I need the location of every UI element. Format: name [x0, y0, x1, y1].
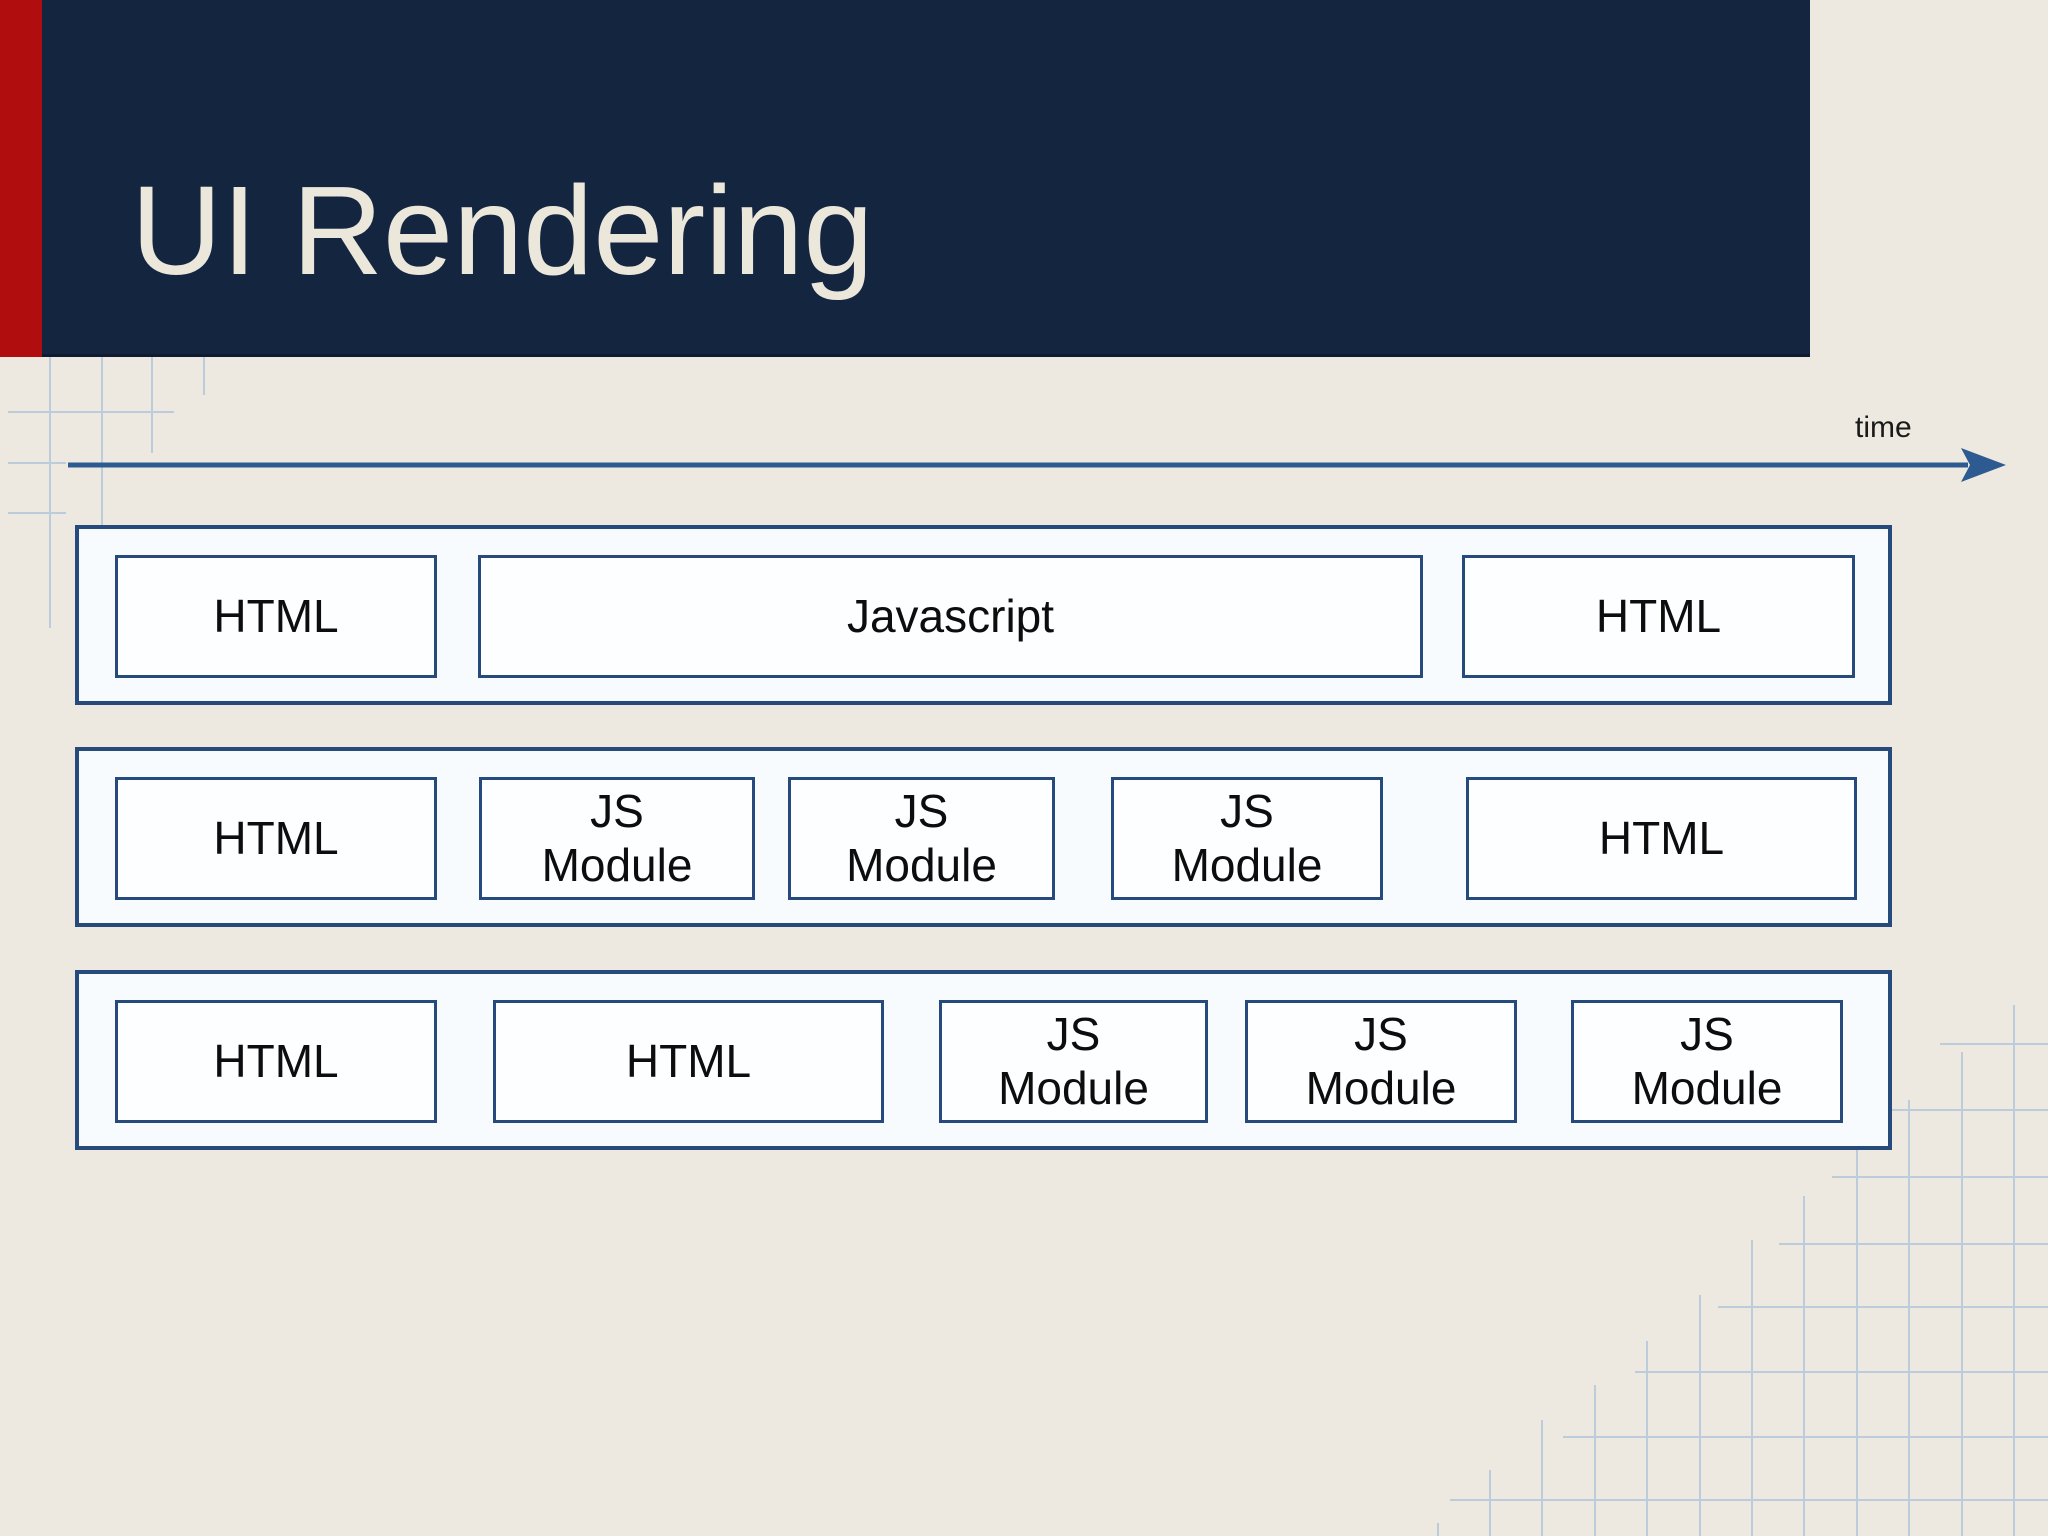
row1-box-html-1: HTML — [115, 555, 437, 678]
timeline-row-modular: HTML JS Module JS Module JS Module HTML — [75, 747, 1892, 927]
slide-title: UI Rendering — [131, 160, 874, 301]
row2-box-js-module-2: JS Module — [788, 777, 1055, 900]
title-band: UI Rendering — [42, 0, 1810, 357]
timeline-row-monolithic: HTML Javascript HTML — [75, 525, 1892, 705]
time-axis-label: time — [1855, 411, 1912, 444]
row3-box-html-1: HTML — [115, 1000, 437, 1123]
row3-box-js-module-3: JS Module — [1571, 1000, 1843, 1123]
row1-box-html-2: HTML — [1462, 555, 1855, 678]
red-accent-stripe — [0, 0, 42, 357]
row2-box-html-1: HTML — [115, 777, 437, 900]
row1-box-javascript: Javascript — [478, 555, 1423, 678]
row3-box-html-2: HTML — [493, 1000, 884, 1123]
row2-box-html-2: HTML — [1466, 777, 1857, 900]
row2-box-js-module-1: JS Module — [479, 777, 755, 900]
row3-box-js-module-1: JS Module — [939, 1000, 1208, 1123]
timeline-row-html-first: HTML HTML JS Module JS Module JS Module — [75, 970, 1892, 1150]
row2-box-js-module-3: JS Module — [1111, 777, 1383, 900]
row3-box-js-module-2: JS Module — [1245, 1000, 1517, 1123]
